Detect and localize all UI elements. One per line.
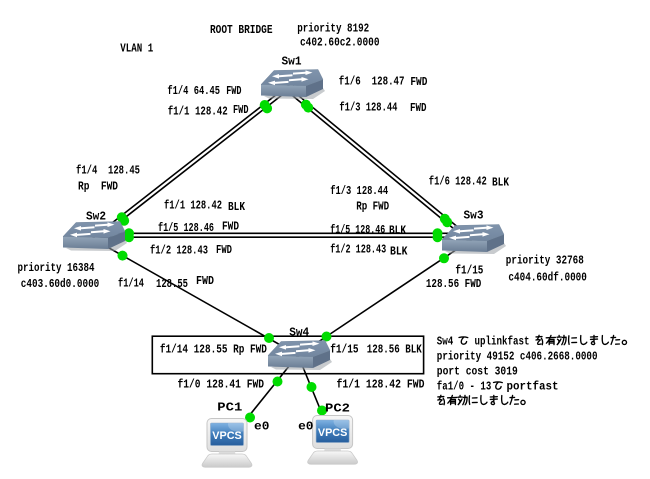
- svg-text:BLK: BLK: [389, 224, 407, 238]
- svg-text:f1/5 128.46: f1/5 128.46: [330, 223, 385, 237]
- svg-text:priority 49152 c406.2668.0000: priority 49152 c406.2668.0000: [437, 350, 598, 364]
- svg-text:f1/2 128.43: f1/2 128.43: [330, 243, 386, 257]
- svg-text:BLK: BLK: [390, 245, 408, 259]
- svg-text:BLK: BLK: [228, 200, 246, 214]
- svg-text:f1/6 128.47: f1/6 128.47: [339, 75, 405, 89]
- svg-text:128.56 FWD: 128.56 FWD: [426, 277, 481, 291]
- svg-text:f1/3 128.44: f1/3 128.44: [339, 101, 397, 115]
- svg-text:portfast: portfast: [507, 380, 559, 394]
- svg-text:FWD: FWD: [222, 220, 239, 234]
- svg-text:Sw2: Sw2: [86, 210, 106, 224]
- svg-text:f1/1 128.42: f1/1 128.42: [168, 105, 228, 119]
- svg-text:f1/15: f1/15: [455, 264, 483, 278]
- svg-text:FWD: FWD: [410, 75, 427, 89]
- svg-text:Sw4: Sw4: [437, 335, 454, 349]
- svg-text:ROOT BRIDGE: ROOT BRIDGE: [210, 23, 273, 37]
- svg-text:c402.60c2.0000: c402.60c2.0000: [300, 36, 380, 50]
- svg-text:port cost 3019: port cost 3019: [437, 365, 518, 379]
- svg-text:priority 8192: priority 8192: [297, 22, 369, 36]
- svg-text:f1/1 128.42: f1/1 128.42: [164, 199, 222, 213]
- svg-text:PC2: PC2: [325, 402, 350, 416]
- svg-text:128.55: 128.55: [156, 277, 188, 291]
- svg-text:priority 32768: priority 32768: [506, 254, 584, 268]
- svg-text:FWD: FWD: [226, 84, 241, 98]
- svg-text:f1/5 128.46: f1/5 128.46: [158, 221, 214, 235]
- svg-text:c404.60df.0000: c404.60df.0000: [508, 271, 587, 285]
- svg-text:e0: e0: [298, 420, 313, 434]
- svg-text:priority 16384: priority 16384: [18, 261, 95, 275]
- svg-text:PC1: PC1: [217, 401, 242, 415]
- svg-text:Rp FWD: Rp FWD: [356, 200, 389, 214]
- svg-text:f1/14 128.55 Rp FWD: f1/14 128.55 Rp FWD: [160, 343, 267, 357]
- svg-text:f1/3 128.44: f1/3 128.44: [330, 184, 388, 198]
- svg-text:c403.60d0.0000: c403.60d0.0000: [21, 277, 100, 291]
- svg-text:f1/6 128.42: f1/6 128.42: [429, 175, 487, 189]
- svg-text:Sw4: Sw4: [289, 326, 309, 340]
- svg-text:Sw1: Sw1: [282, 55, 302, 69]
- svg-text:FWD: FWD: [410, 101, 427, 115]
- svg-text:f1/2 128.43: f1/2 128.43: [150, 244, 208, 258]
- svg-text:f1/4 128.45: f1/4 128.45: [76, 164, 140, 178]
- svg-text:f1/4 64.45: f1/4 64.45: [167, 84, 220, 98]
- svg-text:FWD: FWD: [196, 274, 214, 288]
- svg-text:Rp FWD: Rp FWD: [78, 180, 118, 194]
- svg-text:f1/0 128.41 FWD: f1/0 128.41 FWD: [178, 377, 265, 391]
- svg-text:f1/15: f1/15: [330, 343, 358, 357]
- svg-text:f1/14: f1/14: [118, 277, 144, 291]
- svg-text:BLK: BLK: [492, 176, 510, 190]
- svg-text:128.56 BLK: 128.56 BLK: [367, 343, 423, 357]
- svg-text:e0: e0: [254, 420, 269, 434]
- svg-text:FWD: FWD: [216, 243, 232, 257]
- svg-text:VLAN 1: VLAN 1: [120, 42, 153, 56]
- svg-text:f1/1 128.42 FWD: f1/1 128.42 FWD: [337, 377, 425, 391]
- svg-text:FWD: FWD: [233, 103, 249, 117]
- svg-text:Sw3: Sw3: [464, 209, 484, 223]
- svg-text:fa1/0 - 13: fa1/0 - 13: [437, 380, 492, 394]
- svg-text:uplinkfast: uplinkfast: [475, 335, 530, 349]
